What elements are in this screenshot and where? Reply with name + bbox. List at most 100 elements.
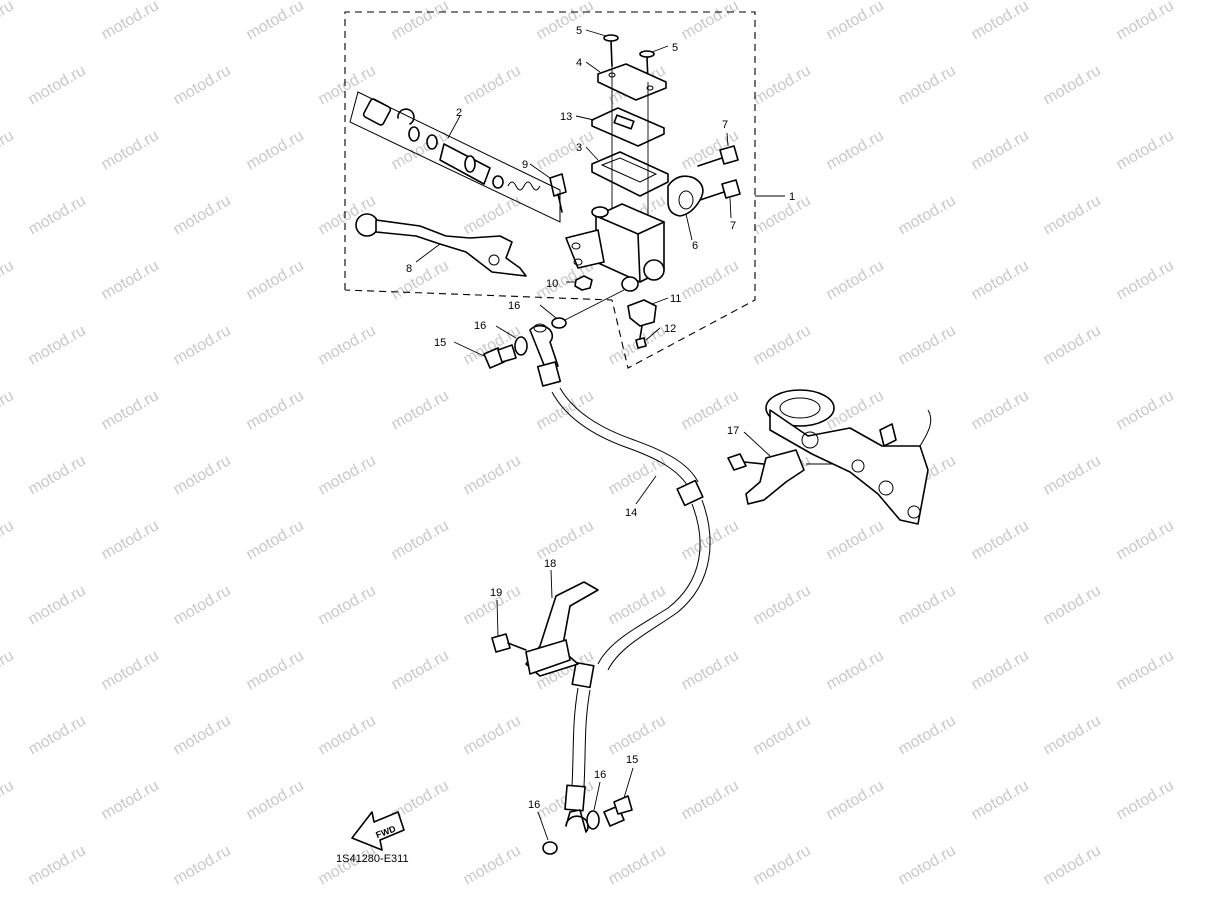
watermark-text-63: motod.ru bbox=[461, 452, 524, 498]
watermark-text-69: motod.ru bbox=[99, 517, 162, 563]
callout-1: 1 bbox=[789, 191, 795, 203]
callout-13: 13 bbox=[560, 111, 572, 123]
watermark-text-90: motod.ru bbox=[679, 647, 742, 693]
watermark-text-113: motod.ru bbox=[316, 842, 379, 888]
switch-screw bbox=[635, 325, 647, 349]
diaphragm bbox=[591, 151, 669, 197]
watermark-text-41: motod.ru bbox=[969, 257, 1032, 303]
watermark-text-44: motod.ru bbox=[171, 322, 234, 368]
assembly-boundary bbox=[344, 11, 756, 369]
watermark-text-18: motod.ru bbox=[99, 127, 162, 173]
watermark-text-88: motod.ru bbox=[389, 647, 452, 693]
watermark-text-12: motod.ru bbox=[461, 62, 524, 108]
watermark-text-8: motod.ru bbox=[1114, 0, 1177, 43]
watermark-text-111: motod.ru bbox=[26, 842, 89, 888]
watermark-text-3: motod.ru bbox=[389, 0, 452, 43]
watermark-text-61: motod.ru bbox=[171, 452, 234, 498]
watermark-text-51: motod.ru bbox=[0, 387, 17, 433]
brake-hose bbox=[529, 323, 711, 833]
watermark-text-29: motod.ru bbox=[461, 192, 524, 238]
fork-and-caliper bbox=[765, 389, 932, 525]
watermark-text-42: motod.ru bbox=[1114, 257, 1177, 303]
reservoir-cap bbox=[597, 63, 667, 101]
watermark-text-1: motod.ru bbox=[99, 0, 162, 43]
copper-washer-3 bbox=[586, 810, 600, 830]
fwd-arrow: FWD bbox=[351, 811, 405, 851]
watermark-text-54: motod.ru bbox=[389, 387, 452, 433]
callout-8: 8 bbox=[406, 263, 412, 275]
clamp-bolt-7a bbox=[697, 145, 739, 167]
watermark-text-77: motod.ru bbox=[26, 582, 89, 628]
callout-15a: 15 bbox=[434, 337, 446, 349]
watermark-text-82: motod.ru bbox=[751, 582, 814, 628]
watermark-text-92: motod.ru bbox=[969, 647, 1032, 693]
callout-16c: 16 bbox=[594, 769, 606, 781]
callout-15b: 15 bbox=[626, 754, 638, 766]
callout-5a: 5 bbox=[576, 25, 582, 37]
watermark-text-96: motod.ru bbox=[316, 712, 379, 758]
leader-lines bbox=[415, 29, 771, 841]
watermark-text-117: motod.ru bbox=[896, 842, 959, 888]
watermark-text-37: motod.ru bbox=[389, 257, 452, 303]
watermark-text-114: motod.ru bbox=[461, 842, 524, 888]
screw-5a bbox=[603, 34, 619, 67]
callout-18: 18 bbox=[544, 558, 556, 570]
watermark-text-43: motod.ru bbox=[26, 322, 89, 368]
watermark-text-52: motod.ru bbox=[99, 387, 162, 433]
callout-16d: 16 bbox=[528, 799, 540, 811]
switch-boot bbox=[627, 299, 657, 327]
watermark-text-102: motod.ru bbox=[0, 777, 17, 823]
watermark-text-64: motod.ru bbox=[606, 452, 669, 498]
watermark-text-104: motod.ru bbox=[244, 777, 307, 823]
watermark-text-79: motod.ru bbox=[316, 582, 379, 628]
watermark-text-81: motod.ru bbox=[606, 582, 669, 628]
watermark-text-16: motod.ru bbox=[1041, 62, 1104, 108]
watermark-text-11: motod.ru bbox=[316, 62, 379, 108]
callout-7b: 7 bbox=[730, 220, 736, 232]
watermark-text-85: motod.ru bbox=[0, 647, 17, 693]
callout-5b: 5 bbox=[672, 42, 678, 54]
callout-4: 4 bbox=[576, 57, 582, 69]
watermark-text-21: motod.ru bbox=[534, 127, 597, 173]
piston-kit bbox=[349, 91, 561, 223]
watermark-text-103: motod.ru bbox=[99, 777, 162, 823]
watermark-text-100: motod.ru bbox=[896, 712, 959, 758]
watermark-text-15: motod.ru bbox=[896, 62, 959, 108]
watermark-text-0: motod.ru bbox=[0, 0, 17, 43]
watermark-text-112: motod.ru bbox=[171, 842, 234, 888]
lever-nut bbox=[574, 275, 593, 291]
watermark-text-60: motod.ru bbox=[26, 452, 89, 498]
watermark-text-53: motod.ru bbox=[244, 387, 307, 433]
watermark-text-62: motod.ru bbox=[316, 452, 379, 498]
watermark-text-50: motod.ru bbox=[1041, 322, 1104, 368]
watermark-text-98: motod.ru bbox=[606, 712, 669, 758]
guide-bolt bbox=[491, 633, 527, 653]
watermark-text-78: motod.ru bbox=[171, 582, 234, 628]
watermark-text-14: motod.ru bbox=[751, 62, 814, 108]
watermark-text-9: motod.ru bbox=[26, 62, 89, 108]
union-bolt-lower bbox=[603, 795, 633, 827]
watermark-text-109: motod.ru bbox=[969, 777, 1032, 823]
copper-washer-2 bbox=[551, 317, 567, 329]
watermark-text-7: motod.ru bbox=[969, 0, 1032, 43]
watermark-text-35: motod.ru bbox=[99, 257, 162, 303]
callout-16b: 16 bbox=[474, 320, 486, 332]
watermark-text-24: motod.ru bbox=[969, 127, 1032, 173]
watermark-text-115: motod.ru bbox=[606, 842, 669, 888]
watermark-text-107: motod.ru bbox=[679, 777, 742, 823]
watermark-text-59: motod.ru bbox=[1114, 387, 1177, 433]
watermark-text-76: motod.ru bbox=[1114, 517, 1177, 563]
watermark-text-68: motod.ru bbox=[0, 517, 17, 563]
watermark-text-94: motod.ru bbox=[26, 712, 89, 758]
pivot-bolt bbox=[549, 173, 567, 213]
watermark-text-91: motod.ru bbox=[824, 647, 887, 693]
callout-2: 2 bbox=[456, 107, 462, 119]
callout-12: 12 bbox=[664, 323, 676, 335]
drawing-code: 1S41280-E311 bbox=[336, 853, 409, 865]
watermark-text-58: motod.ru bbox=[969, 387, 1032, 433]
callout-3: 3 bbox=[576, 142, 582, 154]
watermark-text-40: motod.ru bbox=[824, 257, 887, 303]
watermark-text-6: motod.ru bbox=[824, 0, 887, 43]
